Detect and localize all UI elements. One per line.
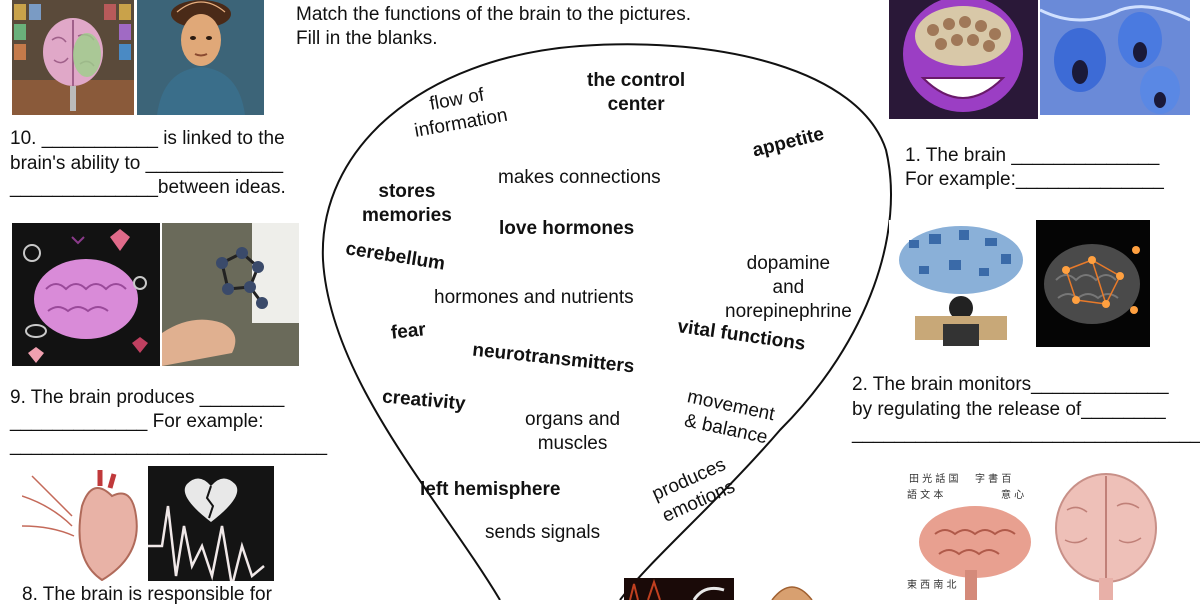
question-8-line-1: 8. The brain is responsible for [22, 584, 272, 605]
brain-love-icons-image [12, 223, 160, 366]
cut-off-dark-image [624, 578, 734, 600]
broken-heart-image [148, 466, 274, 581]
question-10-line-1: 10. ___________ is linked to the [10, 128, 285, 149]
word-bank-item: dopamine and norepinephrine [725, 253, 852, 322]
molecule-hand-image [162, 223, 299, 366]
smiling-faces-head-image [889, 0, 1038, 119]
word-bank-item: hormones and nutrients [434, 287, 634, 308]
question-9-line-2: _____________ For example: [10, 411, 264, 432]
svg-text:東 西 南 北: 東 西 南 北 [907, 578, 957, 591]
word-bank-item: left hemisphere [420, 479, 561, 500]
svg-text:田 光 話 国: 田 光 話 国 [909, 472, 959, 485]
neural-network-brain-image [1036, 220, 1150, 347]
question-9-line-3: ______________________________ [10, 435, 328, 456]
word-bank-item: fear [389, 319, 427, 344]
question-10-line-3: ______________between ideas. [10, 177, 286, 198]
anatomical-heart-image [22, 466, 144, 581]
word-bank-item: love hormones [499, 218, 635, 239]
question-2-line-2: by regulating the release of________ [852, 399, 1166, 420]
svg-text:語 文 本: 語 文 本 [907, 488, 943, 501]
question-10-line-2: brain's ability to _____________ [10, 153, 284, 174]
word-bank-item: the control center [587, 70, 686, 115]
word-bank-item: stores memories [362, 181, 452, 226]
word-bank-item: organs and muscles [525, 409, 621, 454]
svg-text:意 心: 意 心 [1001, 488, 1024, 501]
question-2-line-1: 2. The brain monitors_____________ [852, 374, 1169, 395]
instructions-line-2: Fill in the blanks. [296, 28, 438, 49]
cut-off-brain-image [762, 578, 822, 600]
word-bank-item: makes connections [498, 167, 661, 188]
word-bank-item: sends signals [485, 522, 601, 543]
gallery-brain-image [12, 0, 134, 115]
svg-text:字 書 百: 字 書 百 [975, 472, 1011, 485]
question-1-line-1: 1. The brain ______________ [905, 145, 1160, 166]
information-overload-image [889, 220, 1033, 350]
instructions-line-1: Match the functions of the brain to the … [296, 4, 692, 25]
thinking-man-image [137, 0, 264, 115]
brain-top-view-image [1047, 470, 1165, 600]
brain-characters-image: 田 光 話 国 字 書 百 語 文 本 意 心 東 西 南 北 [905, 470, 1040, 600]
screaming-faces-image [1040, 0, 1190, 115]
question-2-line-3: ____________________________________ [852, 423, 1200, 444]
question-9-line-1: 9. The brain produces ________ [10, 387, 285, 408]
question-1-line-2: For example:______________ [905, 169, 1164, 190]
